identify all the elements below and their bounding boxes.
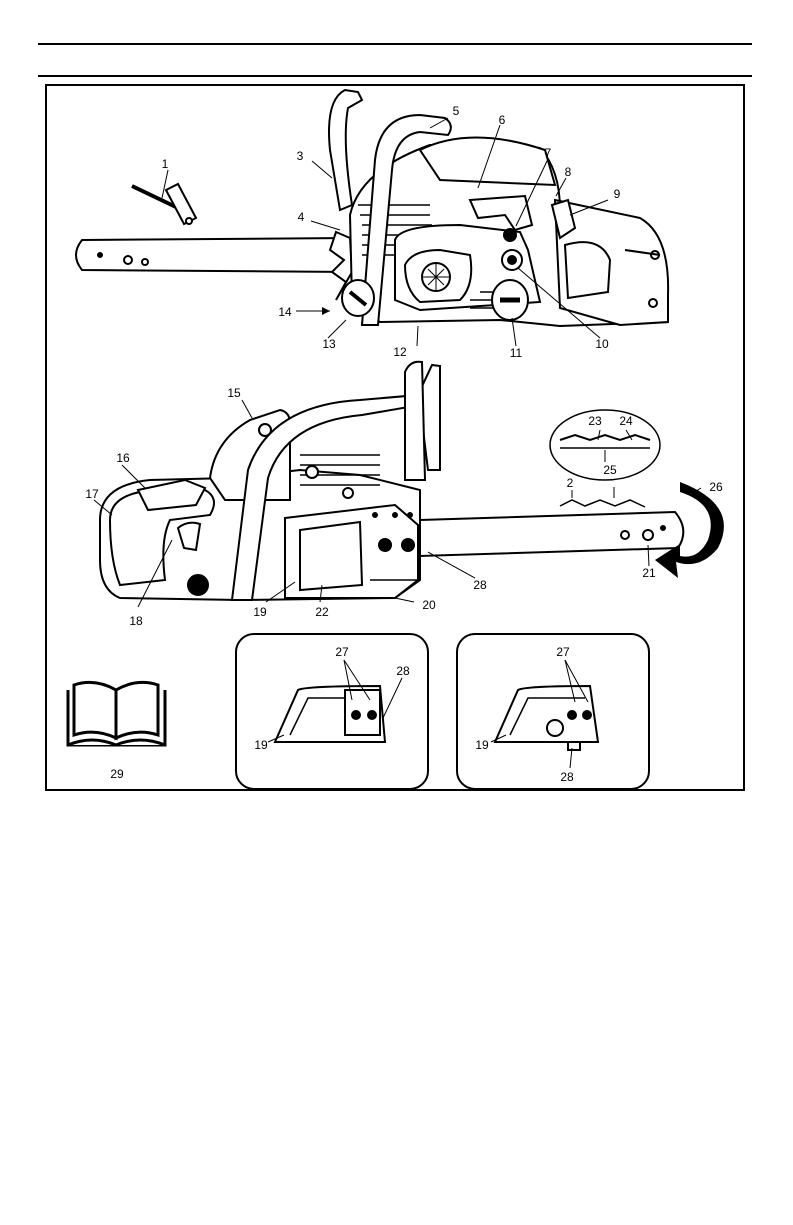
callout-6: 6 xyxy=(499,113,506,127)
callout-2: 2 xyxy=(567,476,574,490)
callout-29: 29 xyxy=(110,767,124,781)
callout-28-side: 28 xyxy=(473,578,487,592)
callout-4: 4 xyxy=(298,210,305,224)
arrowhead-14 xyxy=(322,307,330,315)
manual-book-icon xyxy=(68,682,165,745)
callout-12: 12 xyxy=(393,345,407,359)
callout-20: 20 xyxy=(422,598,436,612)
callout-5: 5 xyxy=(453,104,460,118)
clutch-cover-variant-b xyxy=(457,634,649,789)
callout-21: 21 xyxy=(642,566,656,580)
callout-25: 25 xyxy=(603,463,617,477)
callout-19b: 19 xyxy=(475,738,489,752)
callout-16: 16 xyxy=(116,451,130,465)
callout-7: 7 xyxy=(545,146,552,160)
callout-17: 17 xyxy=(85,487,99,501)
callout-3: 3 xyxy=(297,149,304,163)
callout-1: 1 xyxy=(162,157,169,171)
callout-28b: 28 xyxy=(560,770,574,784)
callout-9: 9 xyxy=(614,187,621,201)
callout-27b: 27 xyxy=(556,645,570,659)
callout-8: 8 xyxy=(565,165,572,179)
chainsaw-top-illustration xyxy=(76,90,668,326)
callout-23: 23 xyxy=(588,414,602,428)
callout-26: 26 xyxy=(709,480,723,494)
callout-11: 11 xyxy=(510,346,523,360)
guide-bar-top xyxy=(76,238,352,272)
callout-14: 14 xyxy=(278,305,292,319)
callout-19: 19 xyxy=(253,605,267,619)
callout-28a: 28 xyxy=(396,664,410,678)
callout-10: 10 xyxy=(595,337,609,351)
callout-15: 15 xyxy=(227,386,241,400)
callout-27a: 27 xyxy=(335,645,349,659)
clutch-cover-variant-a xyxy=(236,634,428,789)
callout-22: 22 xyxy=(315,605,329,619)
callout-18: 18 xyxy=(129,614,143,628)
callout-24: 24 xyxy=(619,414,633,428)
chainsaw-side-illustration xyxy=(100,362,683,600)
callout-19a: 19 xyxy=(254,738,268,752)
callout-13: 13 xyxy=(322,337,336,351)
hand-guard-top xyxy=(329,90,362,210)
